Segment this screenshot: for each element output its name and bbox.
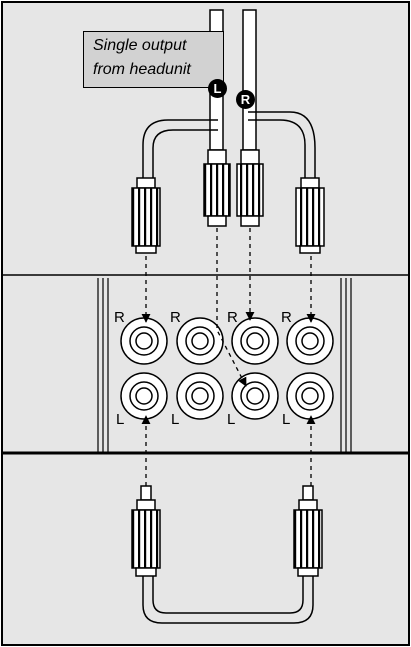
rca-jack-l4 [286,372,334,420]
rca-plug-lower-1 [131,485,161,577]
y-splitter-cable [142,111,316,185]
rca-plug-upper-2 [203,149,231,227]
headunit-label: Single output from headunit [83,31,224,88]
amplifier-plate [97,278,352,452]
jack-label-l2: L [171,411,180,428]
rca-jack-r1 [120,317,168,365]
rca-jack-r3 [231,317,279,365]
jack-label-l3: L [227,411,236,428]
jack-label-r3: R [227,309,238,326]
right-channel-badge: R [236,90,255,109]
rca-jack-l3 [231,372,279,420]
connection-arrows [141,228,316,486]
rca-jack-l1 [120,372,168,420]
rca-jack-r4 [286,317,334,365]
headunit-cable-right [242,9,257,151]
headunit-label-line2: from headunit [93,61,191,78]
rca-plug-upper-3 [236,149,264,227]
left-channel-badge: L [208,79,227,98]
jack-label-r1: R [114,309,125,326]
rca-plug-upper-1 [131,177,161,254]
rca-plug-lower-2 [293,485,323,577]
rca-jack-r2 [176,317,224,365]
jack-label-r4: R [281,309,292,326]
rca-plug-upper-4 [295,177,325,254]
arrow-plug2-to-l3 [216,228,247,387]
jack-label-l4: L [282,411,291,428]
jumper-cable [142,574,314,624]
rca-jack-l2 [176,372,224,420]
headunit-label-line1: Single output [93,37,187,54]
jack-label-l1: L [116,411,125,428]
jack-label-r2: R [170,309,181,326]
